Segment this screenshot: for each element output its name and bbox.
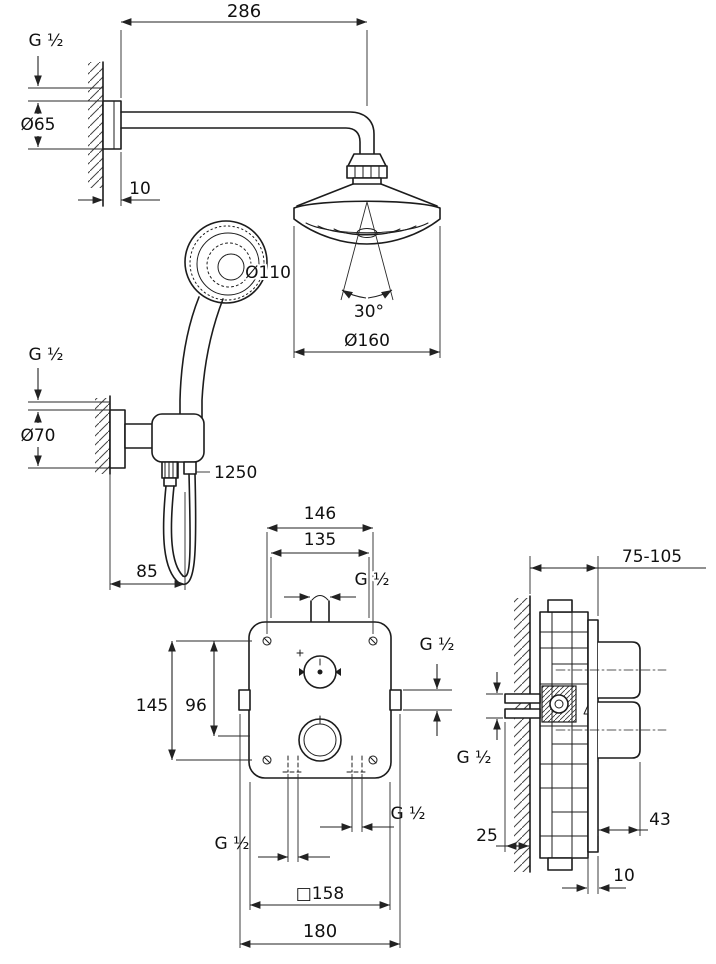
dim-side-inlet-offset: 25	[476, 826, 498, 846]
shower-arm	[120, 111, 375, 155]
arm-connector	[347, 153, 387, 167]
dim-arm-thread: G ½	[28, 31, 63, 51]
shower-head	[293, 200, 441, 245]
head-shower-dimensions: 286 G ½ Ø65 10 30° Ø160	[18, 0, 441, 358]
hand-shower-dimensions: Ø110 G ½ Ø70 1250 85	[18, 261, 293, 590]
hose-connector	[161, 461, 179, 479]
dim-front-height-outer: 145	[136, 696, 168, 716]
dim-holder-thread: G ½	[28, 345, 63, 365]
hand-shower-face	[184, 220, 268, 304]
dim-side-plate-depth: 10	[613, 866, 635, 886]
knob-mark-right	[335, 668, 341, 676]
head-cone	[296, 183, 438, 207]
top-outlet-fitting	[310, 600, 330, 623]
dim-arm-flange-diameter: Ø65	[20, 115, 55, 135]
bottom-ports	[282, 755, 368, 773]
dim-front-thread-top: G ½	[354, 570, 389, 590]
dim-front-width-outer: 146	[304, 504, 336, 524]
dim-head-diameter: Ø160	[344, 331, 390, 351]
side-port-right	[389, 689, 402, 711]
dim-spray-angle: 30°	[354, 302, 384, 322]
escutcheon-side	[587, 619, 599, 853]
dim-side-depth-range: 75-105	[622, 547, 682, 567]
plate-screws	[262, 636, 378, 765]
dim-side-handle-depth: 43	[649, 810, 671, 830]
head-shower-view	[88, 61, 441, 245]
dim-front-thread-side: G ½	[419, 635, 454, 655]
knob-mark-left	[299, 668, 305, 676]
wall-hatch-mid	[95, 398, 110, 474]
dim-hose-length: 1250	[214, 463, 257, 483]
dim-front-thread-bottom-right: G ½	[390, 804, 425, 824]
inlet-stub-bottom	[504, 708, 541, 719]
hand-shower-holder	[151, 413, 205, 463]
valve-front-dimensions: 146 135 G ½ G ½ 145 96 G ½ G ½ □158 180	[134, 502, 457, 948]
inlet-stub-top	[504, 693, 541, 704]
dim-front-box: □158	[296, 884, 345, 904]
holder-arm	[124, 423, 154, 449]
dim-front-width-inner: 135	[304, 530, 336, 550]
spray-center	[356, 228, 378, 238]
valve-side-view	[504, 595, 667, 873]
holder-flange	[109, 409, 126, 469]
valve-front-view	[238, 595, 402, 779]
connector-nut	[346, 165, 388, 179]
shower-hose	[162, 485, 180, 584]
dim-arm-reach: 286	[227, 1, 261, 22]
dim-holder-flange-diameter: Ø70	[20, 426, 55, 446]
side-port-left	[238, 689, 251, 711]
dim-front-height-inner: 96	[185, 696, 207, 716]
dim-holder-offset: 85	[136, 562, 158, 582]
arm-flange	[102, 100, 122, 150]
volume-knob	[298, 718, 342, 762]
dim-flange-depth: 10	[129, 179, 151, 199]
hand-shower-handle	[179, 296, 200, 425]
wall-hatch-top	[88, 62, 103, 188]
dim-hand-diameter: Ø110	[245, 263, 291, 283]
dim-side-thread-inlet: G ½	[456, 748, 491, 768]
valve-side-dimensions: 75-105 G ½ 25 43 10	[454, 545, 706, 894]
dim-front-width-total: 180	[303, 921, 337, 942]
knob-centerlines	[555, 669, 667, 731]
hand-shower-view	[95, 220, 268, 586]
wall-hatch-side	[514, 598, 530, 872]
concealed-body	[539, 611, 589, 859]
dim-front-thread-bottom-left: G ½	[214, 834, 249, 854]
